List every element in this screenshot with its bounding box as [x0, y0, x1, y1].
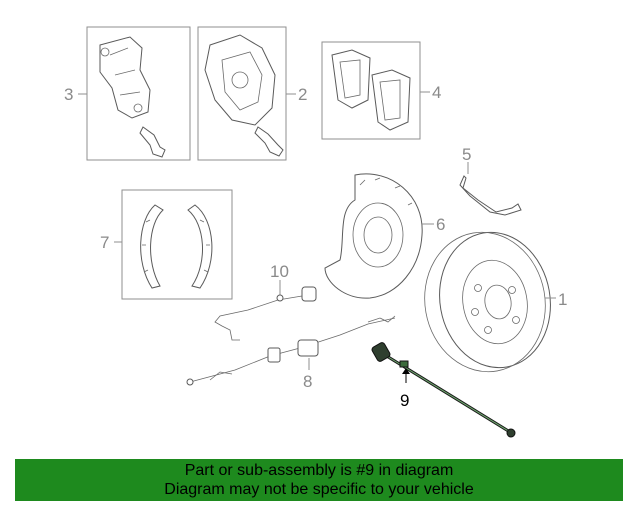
part-9-wear-sensor-highlighted: [371, 342, 516, 438]
callout-2: 2: [298, 85, 307, 104]
info-banner: Part or sub-assembly is #9 in diagram Di…: [15, 459, 623, 501]
callout-10: 10: [270, 262, 289, 281]
part-4-brake-pads: [321, 41, 430, 140]
part-5-spring-clip: [459, 162, 522, 216]
part-8-parking-brake-cable: [186, 315, 396, 386]
part-2-caliper: [197, 26, 296, 161]
callout-9: 9: [400, 391, 409, 410]
callout-3: 3: [64, 85, 73, 104]
part-1-brake-rotor: [424, 231, 556, 373]
banner-line-1: Part or sub-assembly is #9 in diagram: [184, 462, 454, 479]
part-3-caliper-bracket: [78, 26, 191, 161]
banner-line-2: Diagram may not be specific to your vehi…: [164, 481, 474, 498]
part-6-backing-plate: [324, 173, 434, 299]
callout-4: 4: [432, 83, 441, 102]
callout-1: 1: [558, 290, 567, 309]
callout-7: 7: [100, 233, 109, 252]
callout-6: 6: [436, 215, 445, 234]
callout-5: 5: [462, 145, 471, 164]
part-10-wear-sensor: [214, 280, 317, 341]
part-7-parking-brake-shoes: [114, 189, 233, 300]
callout-8: 8: [303, 372, 312, 391]
